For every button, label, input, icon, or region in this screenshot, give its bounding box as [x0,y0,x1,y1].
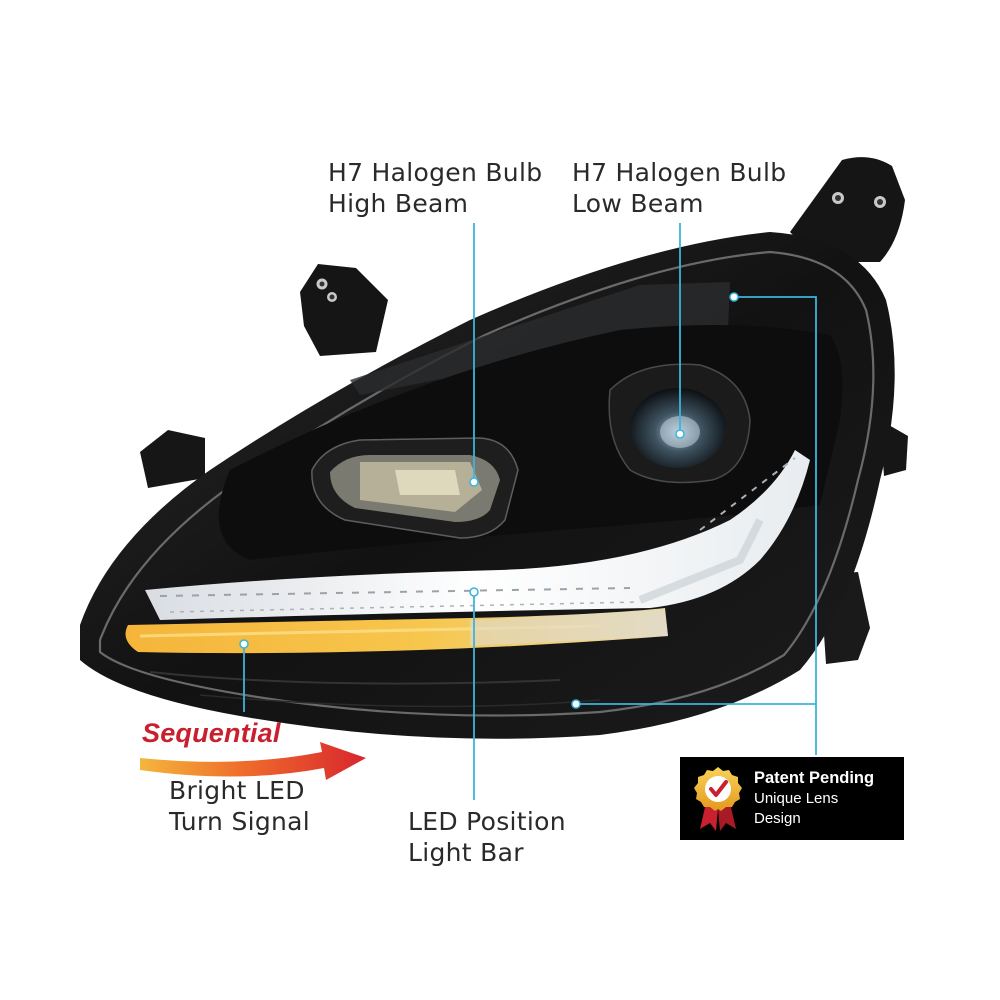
callout-dot-high-beam [469,477,479,487]
callout-low-beam: H7 Halogen Bulb Low Beam [572,157,786,219]
mount-tab-top-right [790,157,905,262]
patent-pending-badge: Patent Pending Unique Lens Design [680,757,904,840]
callout-turn-signal-line2: Turn Signal [169,807,311,836]
badge-title: Patent Pending [754,769,875,787]
callout-high-beam-line2: High Beam [328,189,469,218]
callout-dot-turn-signal [239,639,249,649]
callout-turn-signal: Bright LED Turn Signal [169,775,310,837]
high-beam-reflector [311,437,519,539]
led-position-bar [145,450,810,620]
lens-outline [98,250,875,717]
sequential-tag: Sequential [142,718,281,748]
callout-dot-patent-bottom [571,699,581,709]
mount-tab-top-left [300,264,388,356]
callout-light-bar-line2: Light Bar [408,838,524,867]
callout-dot-patent-top [729,292,739,302]
callout-low-beam-line1: H7 Halogen Bulb [572,158,787,187]
badge-line1: Unique Lens [754,790,839,807]
callout-dot-light-bar [469,587,479,597]
callout-line-patent [578,296,817,755]
callout-high-beam-line1: H7 Halogen Bulb [328,158,543,187]
amber-turn-signal [125,608,669,654]
mount-tab-left [140,430,205,488]
callout-light-bar-line1: LED Position [408,807,566,836]
callout-dot-low-beam [675,429,685,439]
badge-line2: Design [754,810,801,827]
callout-turn-signal-line1: Bright LED [169,776,305,805]
badge-text: Patent Pending Unique Lens Design [754,767,874,829]
sequential-arrow-icon [140,742,366,780]
callout-low-beam-line2: Low Beam [572,189,704,218]
callout-high-beam: H7 Halogen Bulb High Beam [328,157,542,219]
award-ribbon-check-icon [694,767,742,831]
callout-light-bar: LED Position Light Bar [408,806,566,868]
